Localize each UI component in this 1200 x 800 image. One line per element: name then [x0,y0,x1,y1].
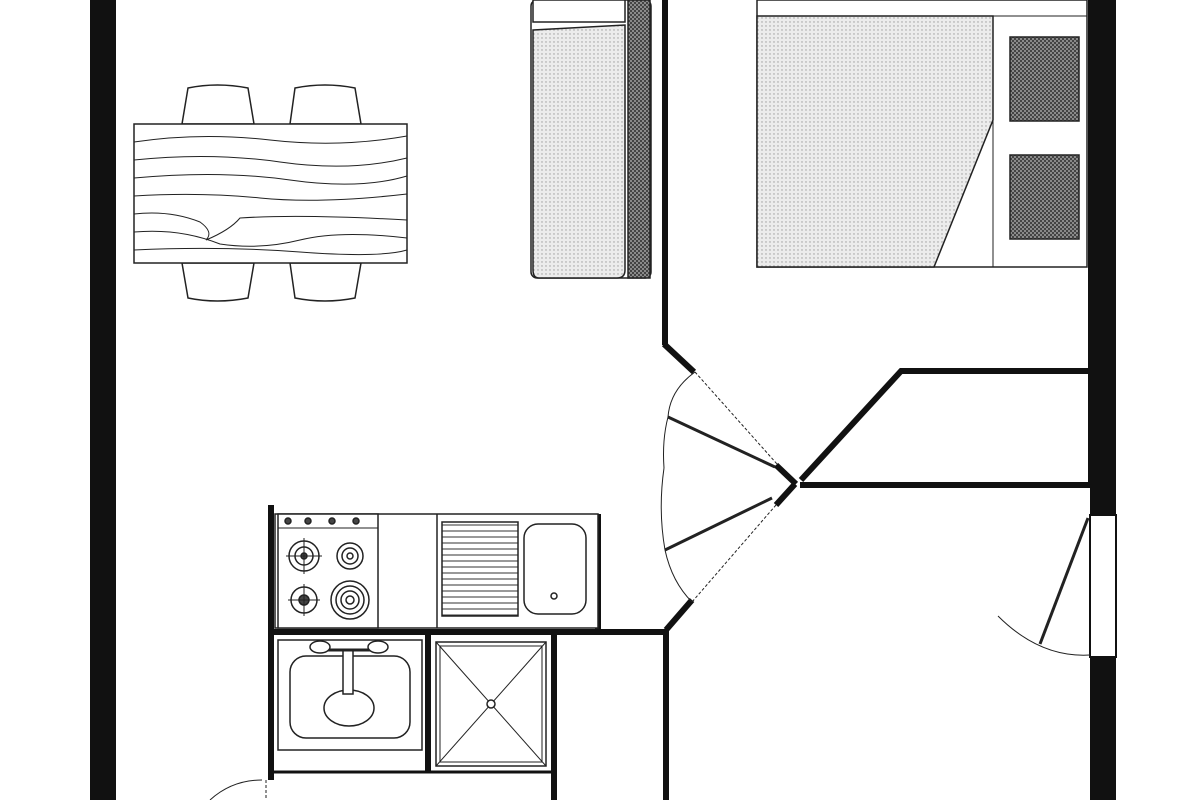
door-arc [997,615,1091,656]
burner-large [286,538,322,574]
corridor-wall-diag [798,367,905,483]
sofa-seat [532,24,626,279]
door-leaf [664,496,773,552]
cooktop-icon [277,513,379,629]
stove-knob [328,517,336,525]
stove-top [277,513,379,629]
door-opening [694,371,778,465]
chair-icon [289,84,362,125]
stove-knob [352,517,360,525]
table-top [133,123,408,264]
sofa-top-cushion [532,0,626,23]
washbasin-icon [277,639,423,751]
door-swing-icon [209,371,1091,800]
burner-small [336,542,364,570]
bed-duvet [756,15,994,268]
sink-drain [550,592,558,600]
stove-knob [284,517,292,525]
wood-grain [133,135,408,256]
shower-tray-icon [435,641,547,767]
dining-table-icon [133,84,408,302]
outer-wall-right-upper [1088,0,1116,484]
shower-inner [439,645,543,763]
door-arc [660,467,666,551]
hall-wall-diag-low [663,598,695,632]
outer-wall-left [90,0,116,800]
door-leaf [667,415,776,469]
kitchen-sink-icon [441,521,587,617]
burner-small [288,584,320,616]
door-arc [664,549,693,603]
sink-basin [523,523,587,615]
sofa-back [627,0,651,279]
door-opening [691,504,777,603]
double-bed-icon [756,0,1088,268]
faucet-handle [367,640,389,654]
window-frame-top [1090,484,1116,516]
bathroom [277,639,547,767]
walls [90,0,1117,800]
hall-stub-2 [773,481,798,508]
faucet-handle [309,640,331,654]
nightstand-icon [1009,36,1080,122]
door-arc [667,371,696,418]
drainboard [441,521,519,617]
sofa-bed-icon [530,0,652,279]
chair-icon [181,262,255,302]
door-arc [209,779,263,800]
kitchen-counter [274,513,599,629]
shower-drain [486,699,496,709]
stove-knob [304,517,312,525]
nightstand-icon [1009,154,1080,240]
burner-large [330,580,370,620]
window-frame-right [1089,514,1117,658]
outer-wall-right-lower [1090,655,1116,800]
chair-icon [289,262,362,302]
hall-stub-1 [773,462,799,487]
chair-icon [181,84,255,125]
faucet [342,649,354,695]
basin-bowl [323,689,375,727]
door-leaf [1038,517,1090,645]
bedroom-wall-diag [661,341,697,375]
door-arc [663,416,669,469]
